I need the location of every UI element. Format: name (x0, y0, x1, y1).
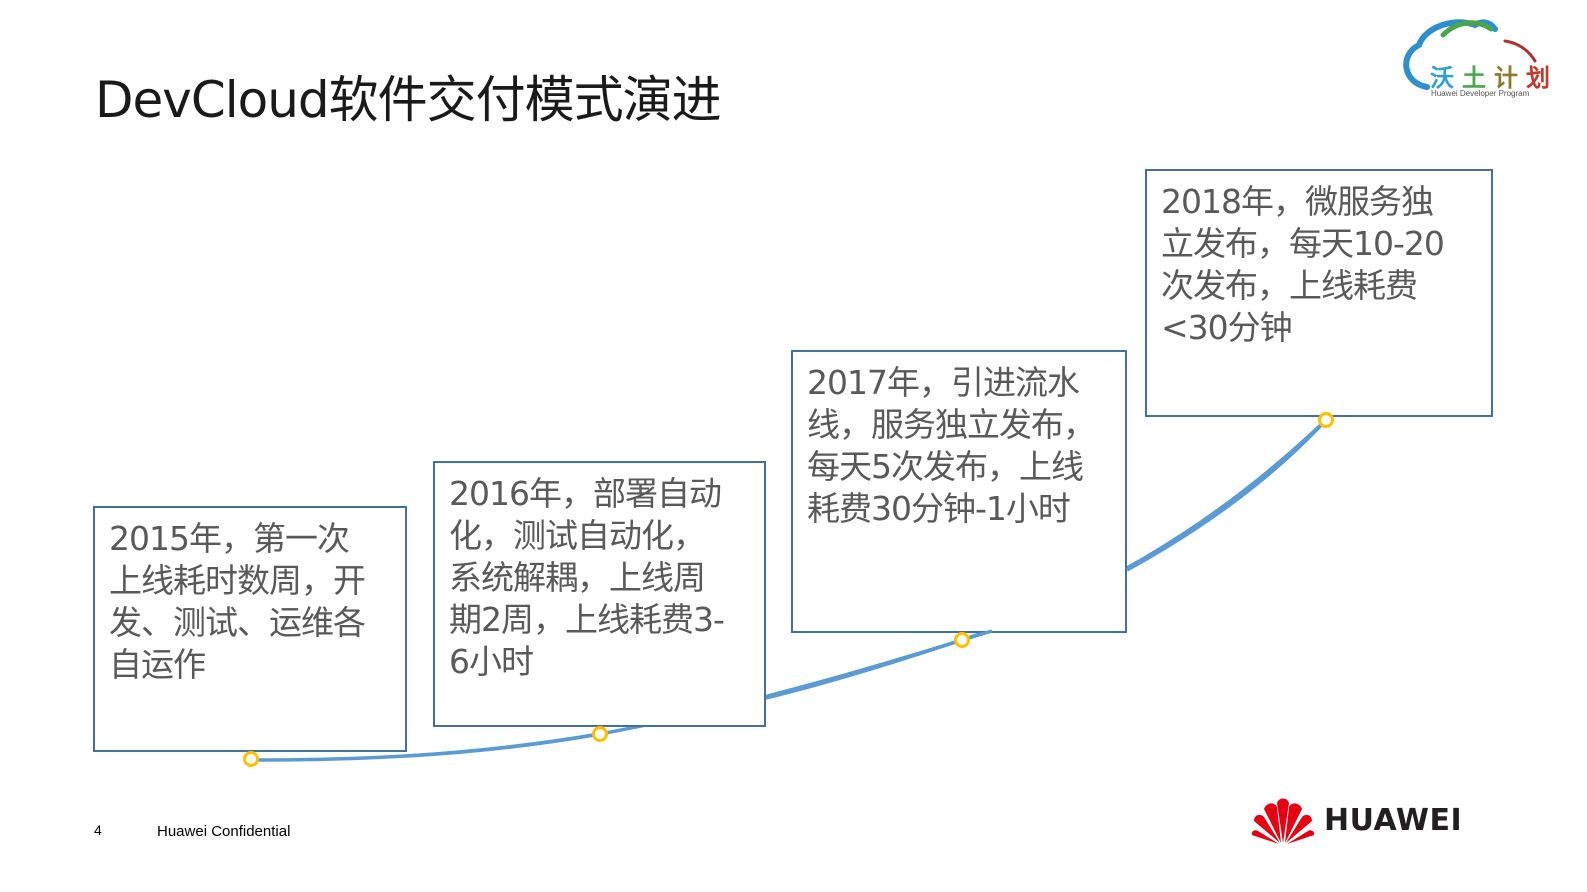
timeline-stage-2017: 2017年，引进流水 线，服务独立发布， 每天5次发布，上线 耗费30分钟-1小… (791, 350, 1127, 633)
stage-text-line: 2017年，引进流水 (807, 363, 1080, 402)
stage-text-line: 自运作 (109, 645, 206, 684)
stage-text-line: 2015年，第一次 (109, 519, 350, 558)
stage-text-line: 次发布，上线耗费 (1161, 266, 1418, 305)
program-name: 沃土计划 (1430, 58, 1558, 93)
stage-text-line: 发、测试、运维各 (109, 603, 366, 642)
timeline-stage-2015: 2015年，第一次 上线耗时数周，开 发、测试、运维各 自运作 (93, 506, 407, 752)
timeline-stage-2016: 2016年，部署自动 化，测试自动化， 系统解耦，上线周 期2周，上线耗费3- … (433, 461, 766, 727)
stage-text-line: 6小时 (449, 642, 534, 681)
cloud-arc-icon (1403, 19, 1537, 90)
stage-text-line: <30分钟 (1161, 308, 1293, 347)
stage-text-line: 每天5次发布，上线 (807, 447, 1084, 486)
stage-text-line: 上线耗时数周，开 (109, 561, 366, 600)
program-char: 计 (1494, 64, 1526, 92)
program-char: 划 (1526, 64, 1558, 92)
program-char: 土 (1462, 64, 1494, 92)
huawei-wordmark: HUAWEI (1324, 802, 1463, 838)
slide-title: DevCloud软件交付模式演进 (95, 71, 722, 129)
stage-text-line: 2018年，微服务独 (1161, 182, 1434, 221)
program-char: 沃 (1430, 64, 1462, 92)
developer-program-logo: 沃土计划 Huawei Developer Program (1395, 15, 1555, 100)
stage-text-line: 立发布，每天10-20 (1161, 224, 1445, 263)
confidential-label: Huawei Confidential (157, 823, 291, 840)
timeline-stage-2018: 2018年，微服务独 立发布，每天10-20 次发布，上线耗费 <30分钟 (1145, 169, 1493, 417)
stage-text-line: 化，测试自动化， (449, 516, 706, 555)
stage-text-line: 期2周，上线耗费3- (449, 600, 725, 639)
stage-text-line: 耗费30分钟-1小时 (807, 489, 1071, 528)
huawei-logo: HUAWEI (1250, 795, 1462, 845)
program-subtitle: Huawei Developer Program (1431, 89, 1530, 98)
huawei-petals-icon (1251, 798, 1315, 844)
stage-text-line: 系统解耦，上线周 (449, 558, 706, 597)
page-number: 4 (94, 822, 102, 838)
stage-text-line: 2016年，部署自动 (449, 474, 722, 513)
stage-text-line: 线，服务独立发布， (807, 405, 1096, 444)
